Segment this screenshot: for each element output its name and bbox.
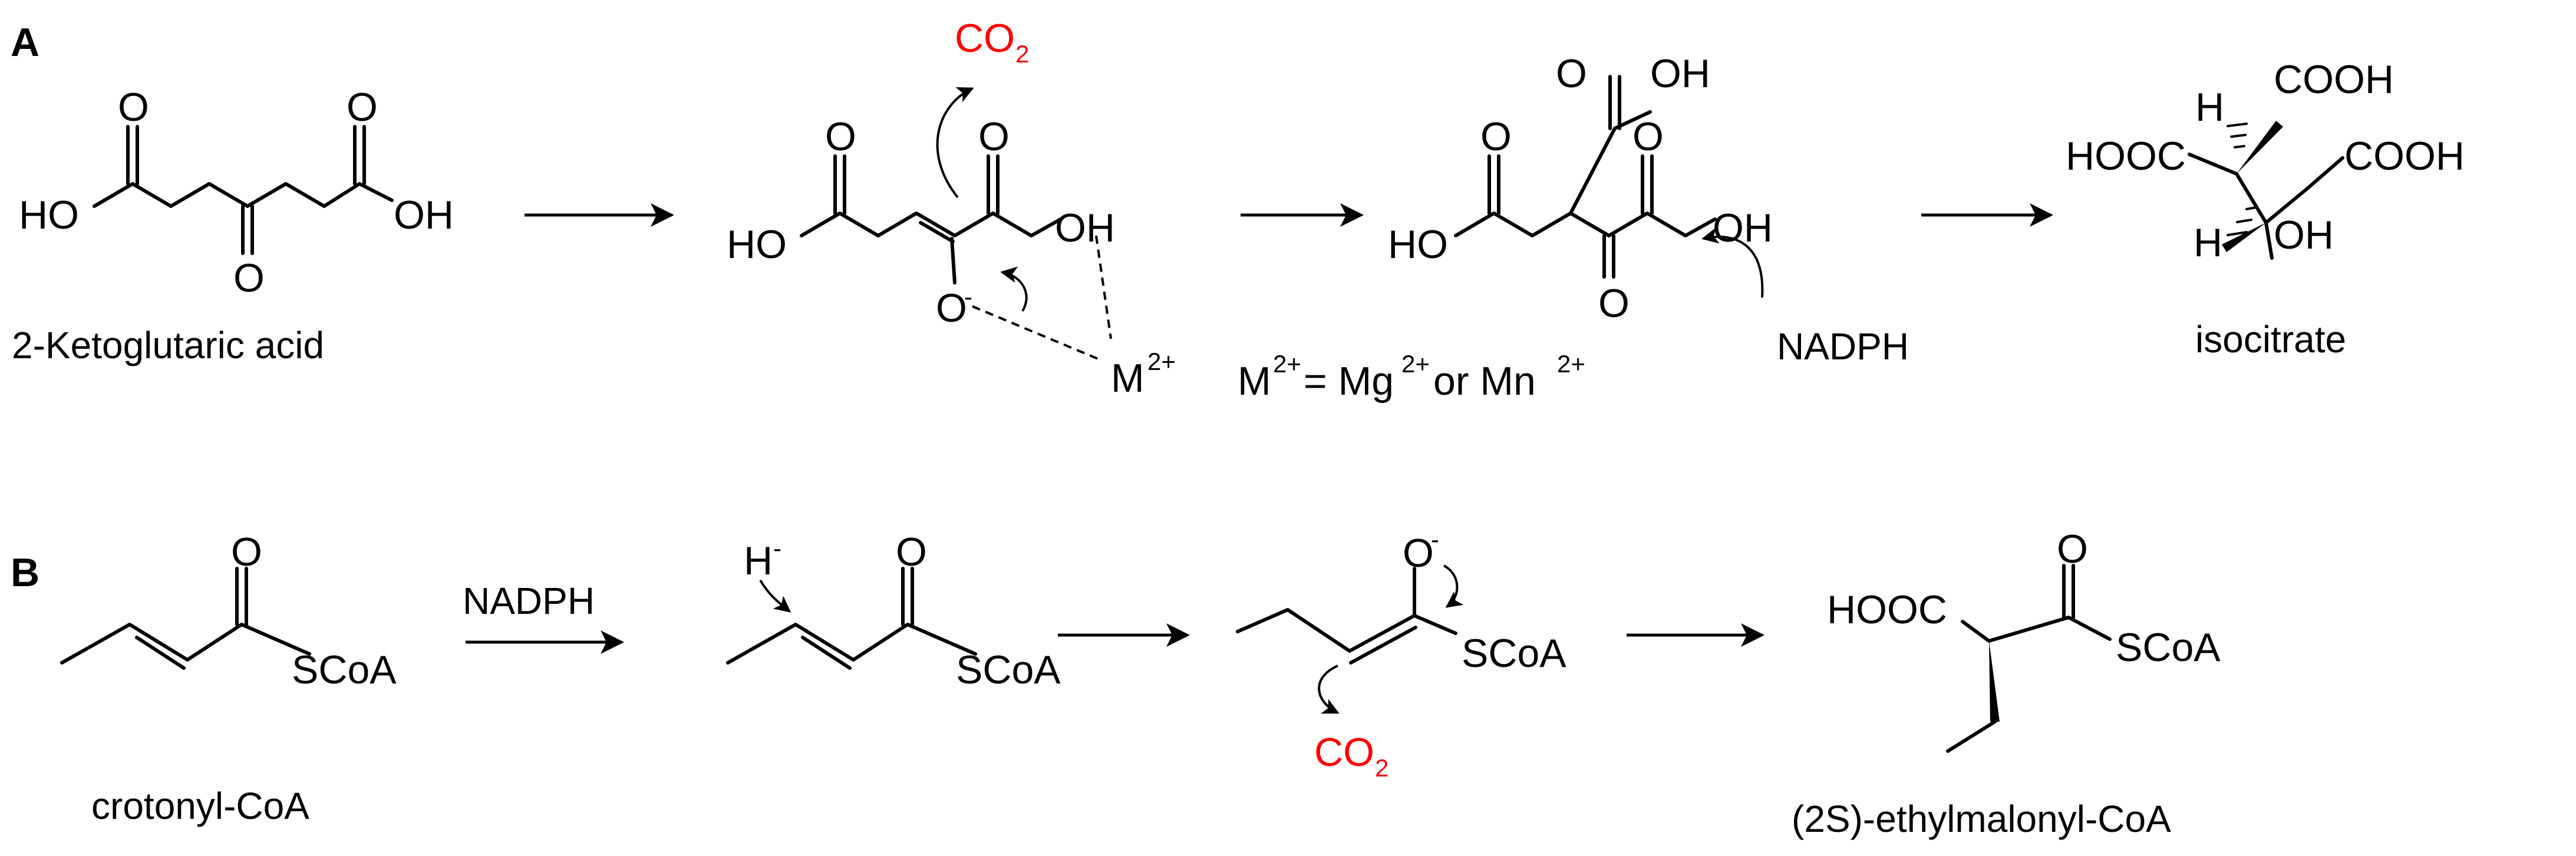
mg-charge: 2+	[1401, 350, 1430, 378]
metal-definition-mn: or Mn	[1433, 359, 1536, 404]
atom-oh: OH	[394, 193, 454, 237]
atom-cooh: COOH	[2344, 134, 2465, 179]
metal-definition-charge: 2+	[1273, 350, 1301, 378]
panel-label-b: B	[11, 550, 39, 595]
mn-charge: 2+	[1557, 350, 1585, 378]
atom-o: O	[825, 114, 856, 159]
atom-o-anion: O	[936, 286, 967, 330]
enolate-intermediate-structure	[800, 154, 1063, 285]
atom-o-anion: O	[1403, 531, 1434, 576]
caption-ethylmalonyl-coa: (2S)-ethylmalonyl-CoA	[1792, 798, 2171, 840]
negative-charge: -	[773, 534, 781, 562]
metal-charge: 2+	[1147, 348, 1176, 375]
metal-definition-m: M	[1238, 359, 1271, 404]
hydride-transfer-arrow	[1701, 227, 1764, 298]
electron-arrow	[1443, 564, 1464, 608]
arrow-reagent-nadph: NADPH	[463, 580, 595, 622]
atom-ho: HO	[1388, 222, 1448, 267]
negative-charge: -	[964, 283, 972, 310]
panel-label-a: A	[11, 20, 39, 65]
atom-o: O	[896, 530, 927, 574]
hashed-bond	[2227, 123, 2248, 148]
co2-subscript: 2	[1375, 754, 1388, 782]
co2-added: CO	[1314, 730, 1374, 775]
atom-hooc: HOOC	[1827, 587, 1947, 632]
atom-scoa: SCoA	[2116, 625, 2221, 670]
co2-released: CO	[955, 16, 1015, 61]
co2-subscript: 2	[1015, 40, 1029, 68]
caption-crotonyl-coa: crotonyl-CoA	[91, 785, 309, 827]
caption-isocitrate: isocitrate	[2195, 318, 2346, 361]
isocitrate-structure	[2188, 121, 2344, 260]
co2-attack-arrow	[1318, 665, 1340, 714]
atom-o: O	[231, 530, 262, 574]
co2-loss-arrow	[936, 87, 974, 199]
hashed-bond	[2227, 206, 2257, 236]
atom-o: O	[118, 85, 149, 130]
atom-hooc: HOOC	[2066, 134, 2186, 179]
wedge-bond	[1989, 641, 2000, 722]
atom-o: O	[978, 114, 1010, 159]
atom-oh: OH	[2274, 213, 2334, 257]
atom-oh: OH	[1055, 206, 1115, 250]
atom-h: H	[2195, 85, 2224, 130]
atom-ho: HO	[727, 222, 787, 267]
caption-ketoglutaric-acid: 2-Ketoglutaric acid	[12, 324, 324, 366]
wedge-bond	[2237, 121, 2283, 174]
crotonyl-coa-structure	[60, 567, 311, 670]
ethylmalonyl-coa-structure	[1946, 564, 2112, 753]
atom-scoa: SCoA	[292, 647, 397, 692]
metal-definition-mg: = Mg	[1304, 359, 1394, 404]
atom-scoa: SCoA	[1462, 631, 1566, 676]
enolate-b-structure	[1236, 567, 1457, 665]
hydride-arrow	[759, 579, 791, 613]
atom-o: O	[1556, 51, 1587, 96]
atom-oh: OH	[1650, 51, 1710, 96]
negative-charge: -	[1431, 526, 1439, 553]
atom-o: O	[1598, 281, 1630, 326]
atom-h: H	[2194, 220, 2222, 265]
atom-hydride: H	[744, 538, 773, 583]
oxalosuccinate-structure	[1454, 75, 1717, 279]
electron-arrow	[1000, 266, 1028, 312]
atom-scoa: SCoA	[956, 647, 1061, 692]
atom-o: O	[347, 85, 378, 130]
atom-o: O	[2057, 527, 2088, 571]
metal-ion: M	[1111, 356, 1144, 401]
wedge-bond	[2222, 223, 2266, 252]
atom-cooh: COOH	[2274, 57, 2394, 102]
atom-ho: HO	[19, 193, 79, 237]
atom-o: O	[1632, 114, 1664, 159]
atom-o: O	[233, 256, 265, 300]
hydride-attack-structure	[726, 567, 977, 670]
coordination-bond	[972, 305, 1103, 362]
coordination-bond	[1095, 235, 1112, 339]
caption-nadph: NADPH	[1777, 325, 1909, 368]
atom-oh: OH	[1713, 206, 1773, 250]
atom-o: O	[1480, 114, 1512, 159]
ketoglutaric-acid-structure	[93, 125, 394, 255]
